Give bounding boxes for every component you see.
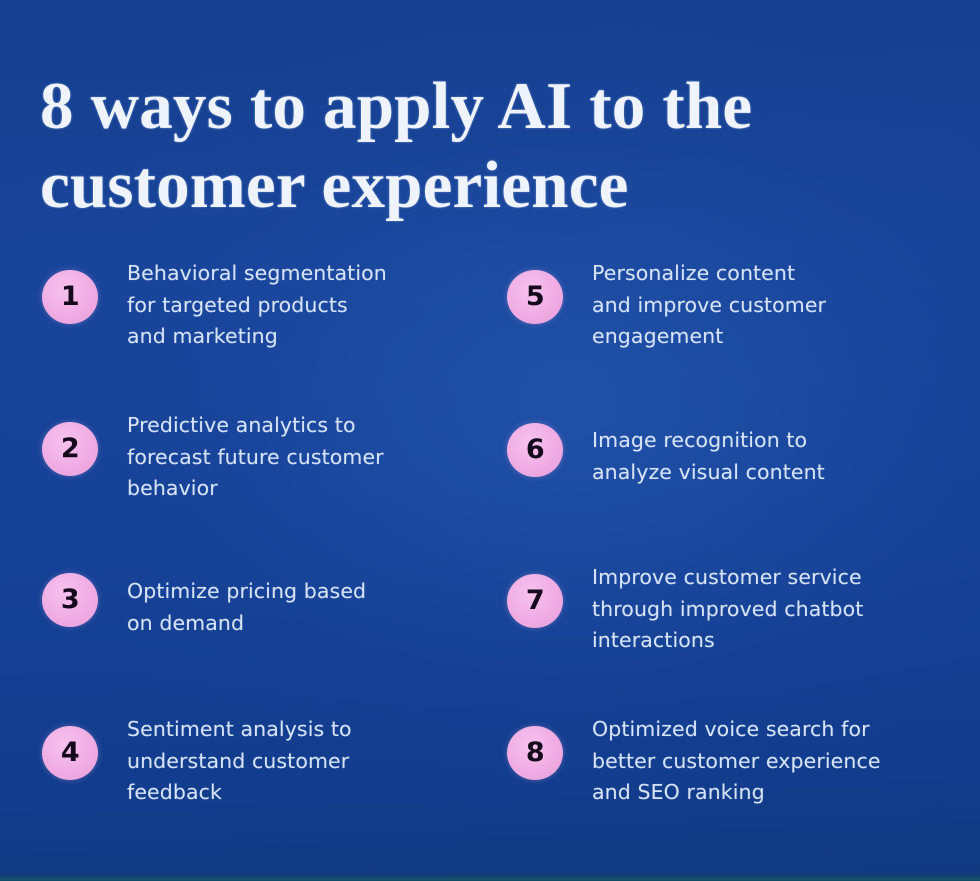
- item-text: Behavioral segmentation for targeted pro…: [127, 261, 387, 348]
- item-text: Improve customer service through improve…: [592, 565, 864, 652]
- item-number-badge: 4: [42, 726, 98, 780]
- item-text: Predictive analytics to forecast future …: [127, 413, 384, 500]
- item-text: Personalize content and improve customer…: [592, 261, 827, 348]
- item-number-badge: 3: [42, 573, 98, 627]
- item-number-badge: 2: [42, 422, 98, 476]
- list-item: 6 Image recognition to analyze visual co…: [507, 423, 947, 488]
- ways-list-column-right: 5 Personalize content and improve custom…: [507, 243, 947, 855]
- ways-list-column-left: 1 Behavioral segmentation for targeted p…: [42, 243, 482, 855]
- item-number-badge: 6: [507, 423, 563, 477]
- list-item: 5 Personalize content and improve custom…: [507, 257, 947, 353]
- list-item: 3 Optimize pricing based on demand: [42, 573, 482, 639]
- item-text: Image recognition to analyze visual cont…: [592, 428, 825, 484]
- item-text: Sentiment analysis to understand custome…: [127, 717, 352, 804]
- ways-list: 1 Behavioral segmentation for targeted p…: [0, 243, 980, 855]
- item-number-badge: 5: [507, 270, 563, 324]
- list-item: 7 Improve customer service through impro…: [507, 561, 947, 657]
- list-item: 8 Optimized voice search for better cust…: [507, 713, 947, 809]
- item-number-badge: 8: [507, 726, 563, 780]
- list-item: 2 Predictive analytics to forecast futur…: [42, 409, 482, 505]
- item-text: Optimize pricing based on demand: [127, 579, 367, 635]
- item-number-badge: 1: [42, 270, 98, 324]
- item-text: Optimized voice search for better custom…: [592, 717, 881, 804]
- item-number-badge: 7: [507, 574, 563, 628]
- list-item: 4 Sentiment analysis to understand custo…: [42, 713, 482, 809]
- page-title: 8 ways to apply AI to the customer exper…: [40, 68, 753, 222]
- list-item: 1 Behavioral segmentation for targeted p…: [42, 257, 482, 353]
